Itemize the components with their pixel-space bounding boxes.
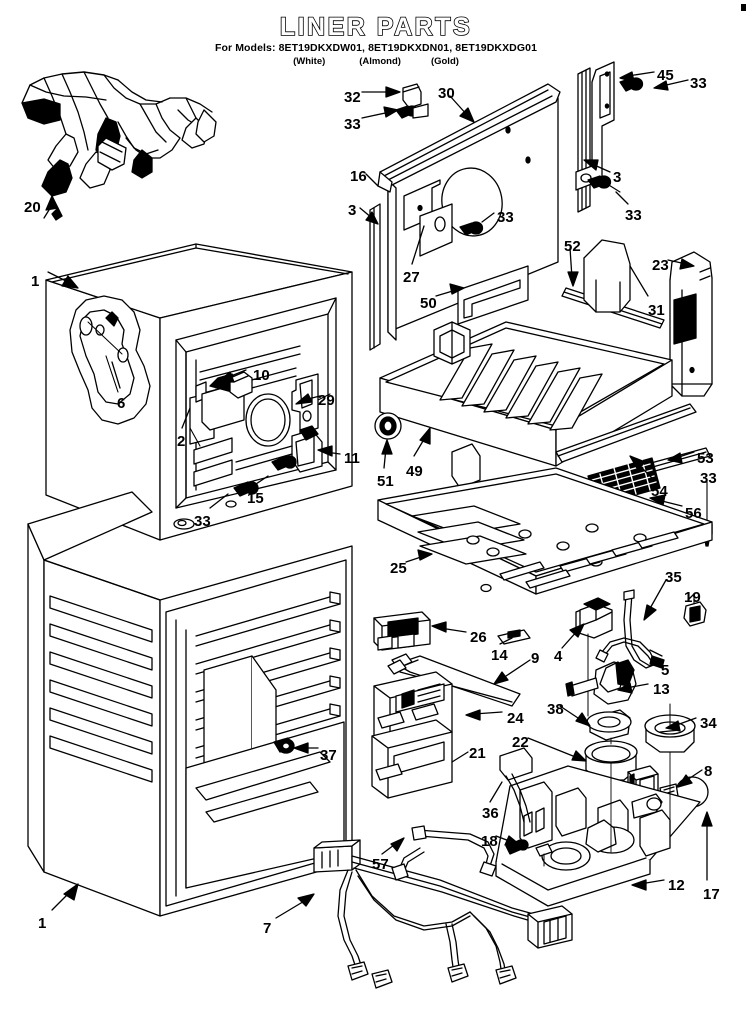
callout-15: 15 — [247, 490, 264, 507]
callout-8: 8 — [704, 763, 713, 780]
callout-14: 14 — [491, 647, 508, 664]
callout-54: 54 — [651, 483, 668, 500]
callout-26: 26 — [470, 629, 487, 646]
callout-10: 10 — [253, 367, 270, 384]
callout-3-right: 3 — [613, 169, 622, 186]
callout-29: 29 — [318, 392, 335, 409]
callout-36: 36 — [482, 805, 499, 822]
callout-49: 49 — [406, 463, 423, 480]
callout-16: 16 — [350, 168, 367, 185]
callout-27: 27 — [403, 269, 420, 286]
callout-18: 18 — [481, 833, 498, 850]
callout-57: 57 — [372, 856, 389, 873]
callout-45: 45 — [657, 67, 674, 84]
page-title: LINER PARTS — [279, 13, 473, 41]
callout-1-lower: 1 — [38, 915, 47, 932]
callout-31: 31 — [648, 302, 665, 319]
callout-4: 4 — [554, 648, 563, 665]
callout-33-cap: 33 — [344, 116, 361, 133]
callout-21: 21 — [469, 745, 486, 762]
registration-mark — [741, 4, 746, 11]
color-white: (White) — [293, 56, 326, 68]
callout-12: 12 — [668, 877, 685, 894]
callout-17: 17 — [703, 886, 720, 903]
part-freezer-floor-panel — [374, 321, 713, 547]
lower-component-cluster — [371, 589, 709, 907]
callout-35: 35 — [665, 569, 682, 586]
part-liner-cabinet-upper — [45, 243, 353, 541]
callout-24: 24 — [507, 710, 524, 727]
callout-37: 37 — [320, 747, 337, 764]
callout-1-upper: 1 — [31, 273, 40, 290]
callout-3-left: 3 — [348, 202, 357, 219]
callout-56: 56 — [685, 505, 702, 522]
callout-53: 53 — [697, 450, 714, 467]
callout-9: 9 — [531, 650, 540, 667]
callout-33-cabinet: 33 — [194, 513, 211, 530]
callout-33-panel: 33 — [497, 209, 514, 226]
callout-6: 6 — [117, 395, 126, 412]
part-wire-harness-lower — [313, 839, 573, 989]
part-wire-harness-upper — [21, 71, 217, 221]
callout-30: 30 — [438, 85, 455, 102]
color-variants: (White) (Almond) (Gold) — [0, 56, 752, 67]
callout-25: 25 — [390, 560, 407, 577]
callout-20: 20 — [24, 199, 41, 216]
callout-19: 19 — [684, 589, 701, 606]
part-liner-cabinet-lower — [27, 491, 353, 917]
diagram-header: LINER PARTS For Models: 8ET19DKXDW01, 8E… — [0, 0, 752, 67]
callout-33-bracket: 33 — [690, 75, 707, 92]
callout-50: 50 — [420, 295, 437, 312]
callout-2: 2 — [177, 433, 186, 450]
callout-52: 52 — [564, 238, 581, 255]
color-gold: (Gold) — [430, 56, 459, 68]
callout-34: 34 — [700, 715, 717, 732]
callout-11: 11 — [344, 450, 360, 467]
callout-23: 23 — [652, 257, 669, 274]
callout-32: 32 — [344, 89, 361, 106]
callout-33-rod: 33 — [700, 470, 717, 487]
callout-51: 51 — [377, 473, 394, 490]
callout-7: 7 — [263, 920, 272, 937]
part-liner-back-panel — [369, 61, 713, 397]
part-divider-panel — [377, 467, 713, 595]
callout-33-right: 33 — [625, 207, 642, 224]
callout-22: 22 — [512, 734, 529, 751]
models-line: For Models: 8ET19DKXDW01, 8ET19DKXDN01, … — [214, 42, 538, 55]
callout-5: 5 — [661, 662, 670, 679]
callout-38: 38 — [547, 701, 564, 718]
callout-13: 13 — [653, 681, 670, 698]
leader-lines — [43, 71, 713, 919]
color-almond: (Almond) — [359, 56, 401, 68]
